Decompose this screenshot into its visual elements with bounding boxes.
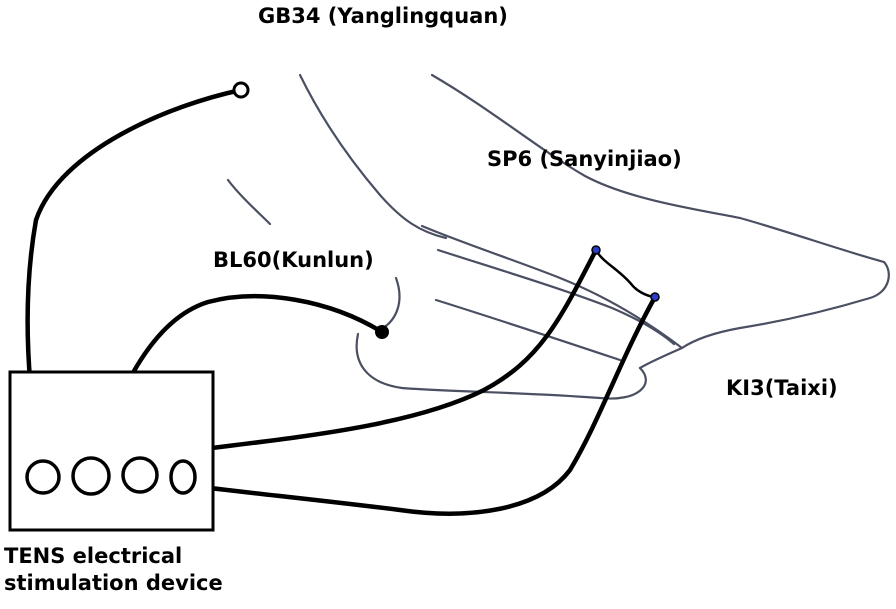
device-port-2 (71, 456, 111, 496)
leg-foot-outline (226, 73, 890, 400)
tens-device-label: TENS electrical stimulation device (4, 543, 223, 598)
ankle-curve (378, 276, 401, 332)
tens-device-box (8, 370, 215, 532)
foot-sole-toes (680, 260, 890, 350)
ki3-electrode (650, 292, 660, 302)
shin-back-line (298, 73, 448, 240)
sp6-label: SP6 (Sanyinjiao) (487, 147, 682, 171)
device-port-3 (121, 456, 159, 494)
device-port-1 (25, 459, 61, 495)
bl60-label: BL60(Kunlun) (213, 248, 374, 272)
heel-bottom-line (355, 332, 647, 400)
gb34-label: GB34 (Yanglingquan) (258, 4, 508, 28)
shin-front-line (430, 73, 886, 264)
tens-device-label-line2: stimulation device (4, 571, 223, 596)
ki3-label: KI3(Taixi) (726, 376, 838, 400)
wire-sp6-ki3-link (594, 248, 657, 299)
wire-sp6 (149, 247, 599, 459)
tens-device-label-line1: TENS electrical (4, 544, 183, 568)
heel-inner-line (436, 248, 676, 346)
device-port-4 (169, 459, 197, 495)
bl60-electrode (375, 325, 389, 339)
sp6-electrode (591, 245, 601, 255)
wire-ki3 (191, 294, 658, 516)
sole-line (434, 298, 622, 362)
tens-device (8, 370, 215, 532)
heel-top-line (420, 224, 684, 370)
calf-back-line (226, 178, 272, 226)
gb34-electrode (232, 81, 250, 99)
